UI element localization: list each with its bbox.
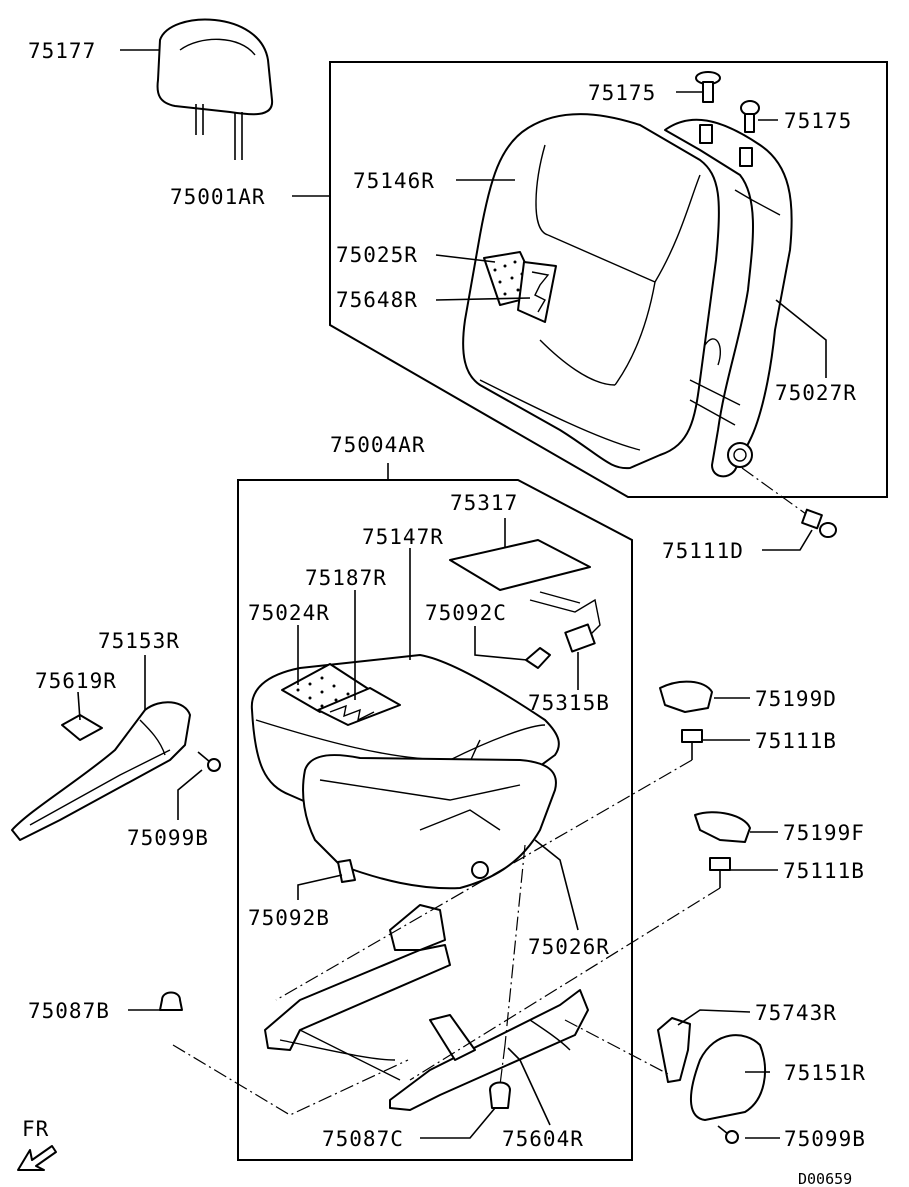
label-75024R: 75024R — [248, 601, 330, 625]
seat-mat-75317 — [449, 539, 591, 591]
headrest — [156, 18, 274, 160]
label-75317: 75317 — [450, 491, 518, 515]
diagram-code: D00659 — [798, 1170, 852, 1187]
label-75001AR: 75001AR — [170, 185, 266, 209]
label-75743R: 75743R — [755, 1001, 837, 1025]
dashed-reference-lines — [172, 467, 807, 1116]
side-cover-75153R — [11, 701, 191, 841]
side-cover-75151R — [689, 1034, 766, 1121]
label-75087B: 75087B — [28, 999, 110, 1023]
bolt-75111B-a — [681, 729, 703, 760]
cap-75199F — [694, 811, 751, 843]
label-75111D: 75111D — [662, 539, 744, 563]
label-75027R: 75027R — [775, 381, 857, 405]
label-75087C: 75087C — [322, 1127, 404, 1151]
label-front-direction: FR — [22, 1117, 49, 1141]
label-75099B-left: 75099B — [127, 826, 209, 850]
front-direction-arrow — [17, 1145, 57, 1171]
bolt-75111D — [801, 508, 837, 538]
screw-75099B-right — [717, 1125, 739, 1144]
clip-75175-a — [695, 71, 721, 103]
label-75147R: 75147R — [362, 525, 444, 549]
cushion-pan — [302, 754, 557, 890]
seatback-assembly-frame — [329, 61, 888, 498]
clip-75175-b — [740, 100, 760, 133]
nut-75087B — [159, 991, 183, 1011]
label-75099B-right: 75099B — [784, 1127, 866, 1151]
leader-lines — [77, 49, 827, 1139]
label-75146R: 75146R — [353, 169, 435, 193]
label-75111B-a: 75111B — [755, 729, 837, 753]
seatback-cover — [462, 113, 720, 470]
bolt-75111B-b — [709, 857, 731, 888]
lever-knob-75619R — [61, 714, 103, 741]
label-75025R: 75025R — [336, 243, 418, 267]
cushion-assembly-frame — [237, 479, 633, 1161]
cap-75199D — [659, 680, 713, 713]
label-75199D: 75199D — [755, 687, 837, 711]
label-75092B: 75092B — [248, 906, 330, 930]
label-75111B-b: 75111B — [783, 859, 865, 883]
seatback-frame — [664, 118, 793, 478]
label-75604R: 75604R — [502, 1127, 584, 1151]
label-75026R: 75026R — [528, 935, 610, 959]
nut-75087C — [489, 1081, 511, 1109]
label-75004AR: 75004AR — [330, 433, 426, 457]
screw-75099B-left — [197, 751, 221, 772]
label-75175-a: 75175 — [588, 81, 656, 105]
label-75151R: 75151R — [784, 1061, 866, 1085]
seat-belt-buckle — [657, 1017, 691, 1083]
label-75648R: 75648R — [336, 288, 418, 312]
label-75315B: 75315B — [528, 691, 610, 715]
label-75092C: 75092C — [425, 601, 507, 625]
label-75199F: 75199F — [783, 821, 865, 845]
label-75187R: 75187R — [305, 566, 387, 590]
label-75153R: 75153R — [98, 629, 180, 653]
seat-heater-element-cushion — [317, 687, 401, 726]
label-75175-b: 75175 — [784, 109, 852, 133]
label-75177: 75177 — [28, 39, 96, 63]
clip-75092C — [525, 647, 551, 669]
harness-75315B — [529, 591, 601, 653]
label-75619R: 75619R — [35, 669, 117, 693]
seat-rail — [264, 904, 589, 1111]
